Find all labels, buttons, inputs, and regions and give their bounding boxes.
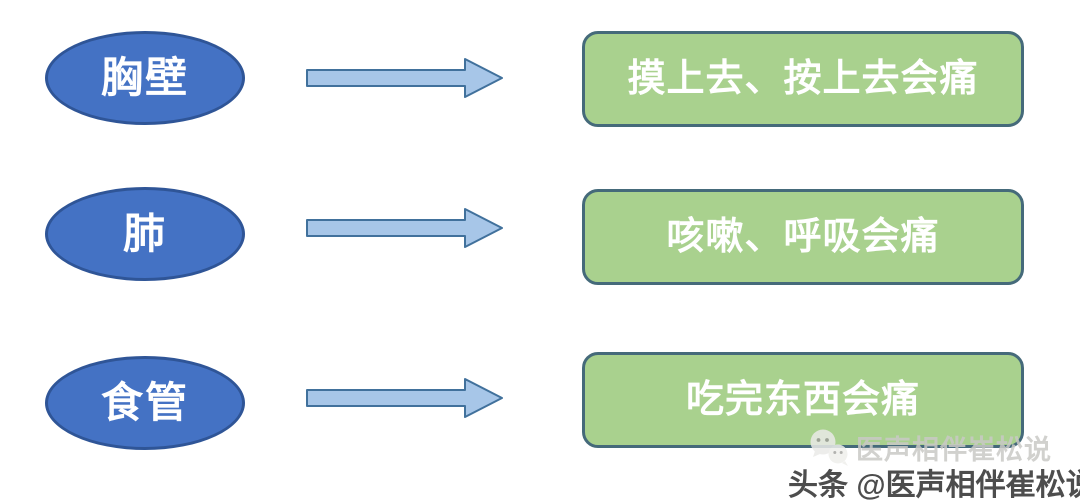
chat-faces-icon — [810, 429, 848, 466]
symptom-box-esophagus: 吃完东西会痛 — [582, 352, 1024, 448]
ellipse-esophagus: 食管 — [45, 356, 245, 450]
symptom-chest-wall-label: 摸上去、按上去会痛 — [627, 58, 979, 100]
ellipse-lung-label: 肺 — [122, 210, 167, 257]
ellipse-esophagus-label: 食管 — [100, 379, 189, 426]
channel-watermark-text: 医声相伴崔松说 — [856, 435, 1052, 465]
right-arrow-icon — [306, 208, 503, 248]
symptom-box-lung: 咳嗽、呼吸会痛 — [582, 189, 1024, 285]
channel-watermark: 医声相伴崔松说 — [806, 428, 1052, 467]
right-arrow-icon — [306, 378, 503, 418]
symptom-esophagus-label: 吃完东西会痛 — [685, 379, 920, 421]
symptom-box-chest-wall: 摸上去、按上去会痛 — [582, 31, 1024, 127]
toutiao-watermark-text: 头条 @医声相伴崔松说 — [788, 469, 1080, 501]
ellipse-lung: 肺 — [45, 187, 245, 281]
right-arrow-icon — [306, 58, 503, 98]
ellipse-chest-wall: 胸壁 — [45, 31, 245, 125]
ellipse-chest-wall-label: 胸壁 — [100, 54, 189, 101]
symptom-lung-label: 咳嗽、呼吸会痛 — [666, 216, 940, 258]
